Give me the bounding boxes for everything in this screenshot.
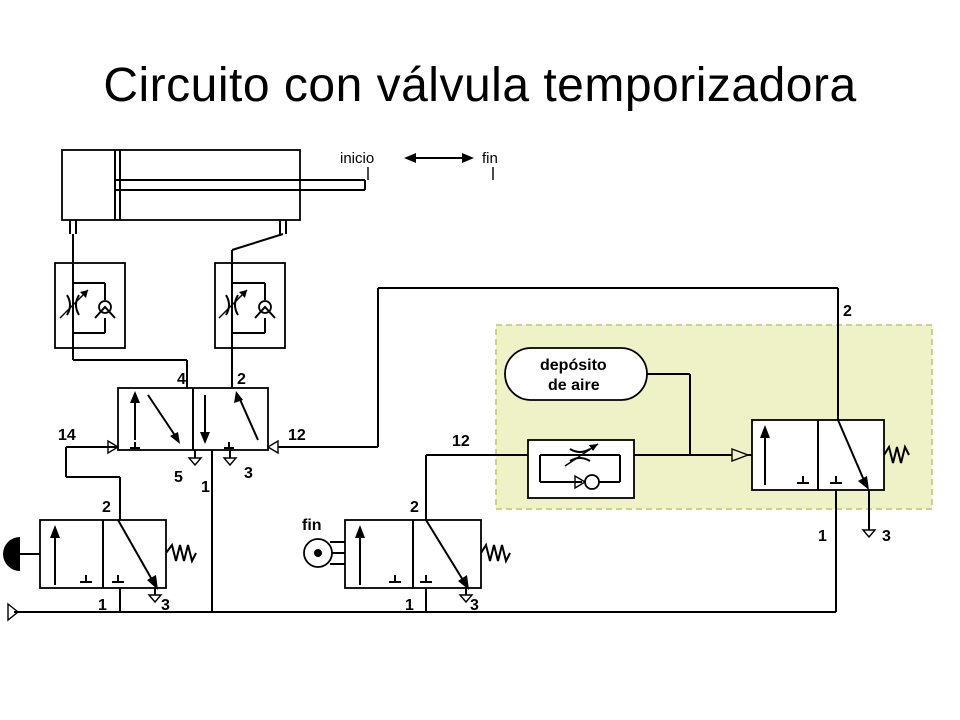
flow-control-valve-right (214, 233, 286, 388)
port-5-label: 5 (174, 469, 183, 486)
timer-throttle-check-valve (527, 439, 635, 499)
roller-3-2-valve (303, 454, 732, 612)
fin-valve-label: fin (302, 517, 322, 534)
pushbutton-3-2-valve (3, 477, 197, 612)
timer-valve-port-3: 3 (882, 528, 891, 545)
reservoir-label-line2: de aire (548, 377, 600, 394)
timer-pilot-triangle (731, 447, 750, 463)
timer-valve-port-1: 1 (818, 528, 827, 545)
port-14-label: 14 (58, 427, 76, 444)
pilot-14-triangle (65, 439, 120, 478)
cylinder-end-label: fin (482, 150, 498, 167)
port-12-label: 12 (288, 427, 306, 444)
left-valve-port-2: 2 (102, 499, 111, 516)
reservoir-label-line1: depósito (540, 357, 607, 374)
port-4-label: 4 (177, 371, 186, 388)
fin-valve-port-1: 1 (405, 597, 414, 614)
flow-control-valve-left (54, 234, 126, 360)
port-1-label: 1 (201, 479, 210, 496)
fin-valve-port-3: 3 (470, 597, 479, 614)
fin-valve-port-12: 12 (452, 433, 470, 450)
left-valve-port-3: 3 (161, 597, 170, 614)
timer-3-2-valve (751, 419, 910, 612)
timer-valve-port-2: 2 (843, 303, 852, 320)
cylinder-start-label: inicio (340, 150, 374, 167)
pilot-12-triangle (266, 287, 839, 455)
page-title: Circuito con válvula temporizadora (103, 59, 857, 112)
main-5-2-valve (117, 387, 269, 451)
fin-valve-port-2: 2 (410, 499, 419, 516)
air-reservoir (504, 347, 691, 455)
stroke-direction-arrow (367, 153, 494, 180)
port-3-label: 3 (244, 465, 253, 482)
main-valve-exhausts (187, 450, 238, 467)
left-valve-port-1: 1 (98, 597, 107, 614)
double-acting-cylinder (61, 149, 366, 234)
main-supply-line (7, 602, 836, 622)
port-2-label: 2 (237, 371, 246, 388)
